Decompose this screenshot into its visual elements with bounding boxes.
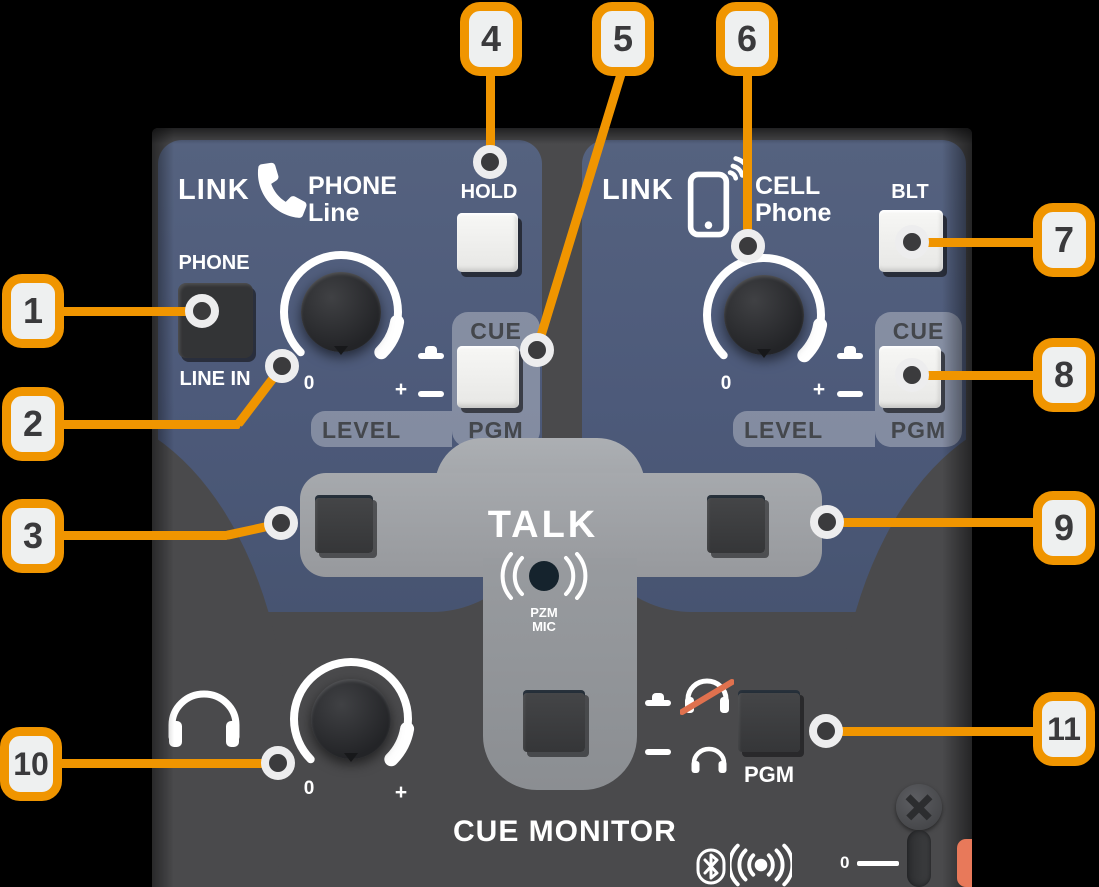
wireless-waves-icon <box>730 842 792 887</box>
blt-label: BLT <box>891 181 929 203</box>
phone-level-min: 0 <box>303 373 315 394</box>
knob-notch <box>344 753 358 762</box>
phone-handset-icon <box>253 161 310 218</box>
monitor-pgm-label: PGM <box>743 762 795 787</box>
callout-dot-6 <box>731 229 765 263</box>
badge-number: 7 <box>1053 219 1075 260</box>
fader-zero-label: 0 <box>840 853 850 872</box>
pzm-label: PZM <box>530 605 558 620</box>
callout-badge-11: 11 <box>1033 692 1095 766</box>
callout-dot-7 <box>895 225 929 259</box>
cell-phone-title-bottom: Phone <box>755 199 832 227</box>
callout-badge-7: 7 <box>1033 203 1095 277</box>
callout-badge-1: 1 <box>2 274 64 348</box>
talk-cell-button[interactable] <box>707 495 765 553</box>
cell-level-label: LEVEL <box>744 417 824 443</box>
callout-badge-10: 10 <box>0 727 62 801</box>
badge-number: 6 <box>736 18 758 59</box>
switch-down-mark-icon <box>645 749 671 755</box>
callout-badge-8: 8 <box>1033 338 1095 412</box>
bluetooth-icon <box>696 848 726 885</box>
callout-badge-3: 3 <box>2 499 64 573</box>
cue-monitor-label: CUE MONITOR <box>453 815 677 848</box>
badge-number: 10 <box>13 745 49 782</box>
cell-pgm-label: PGM <box>890 417 947 443</box>
fader-slot[interactable] <box>907 830 931 887</box>
phone-level-knob[interactable] <box>301 272 381 355</box>
badge-number: 1 <box>22 290 44 331</box>
callout-line-2 <box>58 420 240 429</box>
phone-cue-pgm-switch[interactable] <box>457 346 519 408</box>
callout-dot-4 <box>473 145 507 179</box>
monitor-pgm-switch[interactable] <box>738 690 800 752</box>
callout-dot-11 <box>809 714 843 748</box>
knob-notch <box>334 346 348 355</box>
badge-number: 8 <box>1053 354 1075 395</box>
badge-number: 9 <box>1053 507 1075 548</box>
cell-phone-link-label: LINK <box>602 174 674 206</box>
talk-label: TALK <box>487 504 599 546</box>
callout-line-6 <box>743 66 752 251</box>
phone-line-link-label: LINK <box>178 174 250 206</box>
callout-line-1 <box>58 307 206 316</box>
headphones-icon <box>162 683 246 753</box>
headphones-small-icon <box>688 741 730 775</box>
switch-up-mark-icon <box>645 693 671 706</box>
cell-phone-title-top: CELL <box>755 172 821 200</box>
switch-up-mark-icon <box>837 346 863 359</box>
callout-line-3 <box>58 531 228 540</box>
callout-badge-9: 9 <box>1033 491 1095 565</box>
callout-line-4 <box>486 66 495 166</box>
knob-notch <box>757 349 771 358</box>
badge-number: 2 <box>22 403 44 444</box>
monitor-level-knob[interactable] <box>311 679 391 762</box>
fader-zero-tick <box>857 860 900 866</box>
callout-line-11 <box>824 727 1035 736</box>
switch-down-mark-icon <box>418 391 444 397</box>
cell-level-min: 0 <box>720 373 732 394</box>
callout-line-7 <box>910 238 1035 247</box>
phone-level-label: LEVEL <box>322 417 402 443</box>
callout-dot-8 <box>895 358 929 392</box>
callout-badge-4: 4 <box>460 2 522 76</box>
pzm-mic-icon <box>482 552 606 600</box>
cue-monitor-talk-button[interactable] <box>523 690 585 752</box>
line-in-label: LINE IN <box>179 368 251 390</box>
callout-dot-1 <box>185 294 219 328</box>
talk-phone-button[interactable] <box>315 495 373 553</box>
phone-jack-label: PHONE <box>178 252 250 274</box>
badge-number: 5 <box>612 18 634 59</box>
callout-dot-3 <box>264 506 298 540</box>
switch-down-mark-icon <box>837 391 863 397</box>
hold-label: HOLD <box>460 181 518 203</box>
monitor-level-max: + <box>394 781 408 804</box>
switch-up-mark-icon <box>418 346 444 359</box>
headphones-muted-icon <box>680 672 734 718</box>
cell-level-max: + <box>812 378 826 401</box>
callout-dot-9 <box>810 505 844 539</box>
monitor-level-min: 0 <box>303 778 315 799</box>
smartphone-waves-icon <box>685 152 747 242</box>
callout-badge-2: 2 <box>2 387 64 461</box>
callout-line-10 <box>58 759 278 768</box>
badge-number: 4 <box>480 18 502 59</box>
badge-number: 11 <box>1047 710 1081 747</box>
hold-button[interactable] <box>457 213 518 272</box>
phone-line-title-bottom: Line <box>308 199 360 227</box>
side-tab <box>957 839 972 887</box>
mic-label: MIC <box>532 619 556 634</box>
callout-dot-10 <box>261 746 295 780</box>
callout-dot-5 <box>520 333 554 367</box>
callout-dot-2 <box>265 349 299 383</box>
callout-badge-5: 5 <box>592 2 654 76</box>
cell-level-knob[interactable] <box>724 275 804 358</box>
phone-level-max: + <box>394 378 408 401</box>
badge-number: 3 <box>22 515 44 556</box>
callout-line-8 <box>910 371 1035 380</box>
screw-icon <box>896 784 942 830</box>
phone-line-title-top: PHONE <box>308 172 397 200</box>
callout-badge-6: 6 <box>716 2 778 76</box>
cell-cue-label: CUE <box>892 318 945 344</box>
callout-line-9 <box>825 518 1035 527</box>
